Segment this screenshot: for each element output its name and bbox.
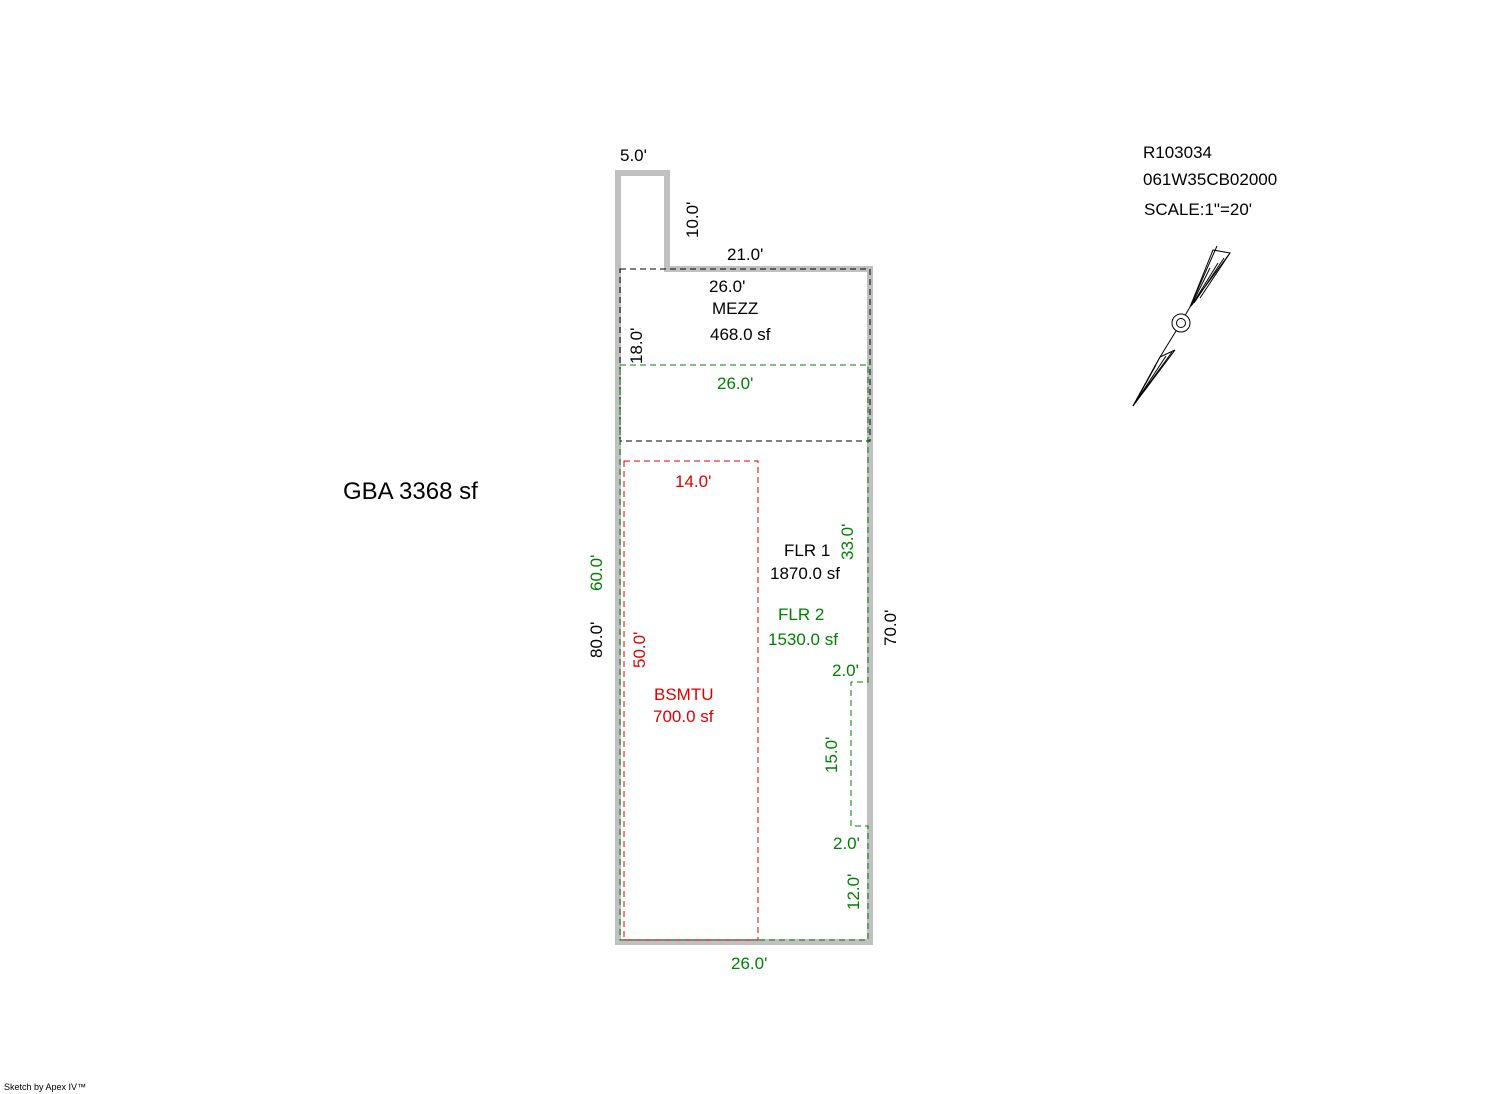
flr2-name: FLR 2	[778, 605, 825, 624]
dim-main-top-left: 5.0'	[620, 146, 647, 165]
dim-mezz-height: 18.0'	[627, 327, 646, 364]
dim-main-notch: 10.0'	[683, 201, 702, 238]
flr1-name: FLR 1	[784, 541, 831, 560]
bsmtu-area: 700.0 sf	[653, 707, 714, 726]
dim-flr2-step-2: 2.0'	[833, 834, 860, 853]
sketch-credit: Sketch by Apex IV™	[4, 1082, 87, 1092]
dim-flr2-top: 26.0'	[717, 374, 754, 393]
dim-bsmtu-width: 14.0'	[675, 472, 712, 491]
dim-flr2-left: 60.0'	[587, 554, 606, 591]
map-number: 061W35CB02000	[1143, 170, 1278, 189]
dim-flr2-step-1: 2.0'	[832, 661, 859, 680]
dim-flr2-right-upper: 33.0'	[838, 523, 857, 560]
parcel-id: R103034	[1143, 143, 1213, 162]
mezz-area: 468.0 sf	[710, 325, 771, 344]
gba-total: GBA 3368 sf	[343, 478, 478, 505]
north-arrow-icon	[1132, 245, 1231, 407]
dim-main-right: 70.0'	[881, 609, 900, 646]
flr2-area: 1530.0 sf	[768, 630, 838, 649]
dim-mezz-width: 26.0'	[709, 277, 746, 296]
dim-flr2-right-lower: 12.0'	[844, 873, 863, 910]
scale-label: SCALE:1"=20'	[1144, 200, 1253, 219]
dim-bsmtu-height: 50.0'	[630, 631, 649, 668]
bsmtu-name: BSMTU	[654, 685, 714, 704]
flr1-area: 1870.0 sf	[770, 564, 840, 583]
bsmtu-outline	[623, 460, 759, 941]
dim-main-left: 80.0'	[587, 621, 606, 658]
flr2-outline	[619, 364, 869, 941]
mezz-name: MEZZ	[712, 299, 759, 318]
dim-main-top: 21.0'	[727, 245, 764, 264]
dim-flr2-right-middle: 15.0'	[822, 736, 841, 773]
dim-flr2-bottom: 26.0'	[731, 954, 768, 973]
mezz-outline	[619, 268, 871, 442]
